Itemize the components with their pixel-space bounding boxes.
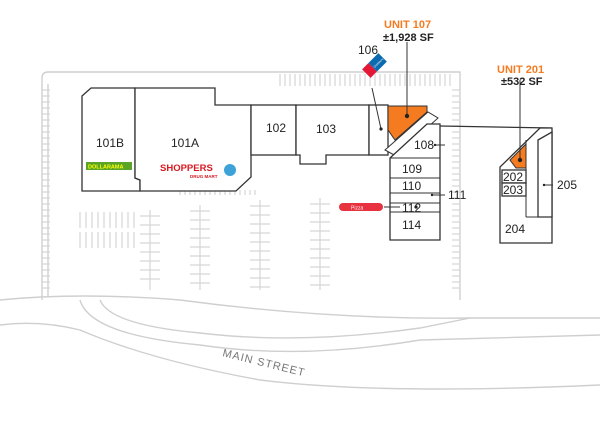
label-114: 114: [402, 218, 421, 232]
svg-text:Domino's: Domino's: [373, 57, 385, 69]
leader-lines: [371, 42, 553, 208]
unit-107-size: ±1,928 SF: [383, 32, 434, 44]
unit-markers: [379, 113, 546, 209]
unit-101a[interactable]: [134, 87, 252, 192]
shoppers-logo: SHOPPERS DRUG MART: [160, 163, 236, 179]
unit-108-114-block[interactable]: [389, 123, 441, 241]
unit-205[interactable]: [537, 130, 553, 218]
svg-text:SHOPPERS: SHOPPERS: [160, 163, 213, 174]
walkway: [384, 111, 439, 157]
label-205: 205: [557, 178, 577, 192]
label-204: 204: [505, 222, 525, 236]
label-203: 203: [503, 183, 523, 197]
label-106: 106: [358, 43, 378, 57]
unit-107-title: UNIT 107: [384, 19, 431, 31]
unit-106[interactable]: [368, 104, 389, 156]
parking-lot: [41, 71, 461, 300]
label-112: 112: [402, 201, 421, 215]
unit-102[interactable]: [250, 104, 297, 156]
svg-text:DOLLARAMA: DOLLARAMA: [88, 165, 123, 171]
svg-text:Pizza: Pizza: [351, 206, 363, 212]
label-202: 202: [503, 170, 523, 184]
label-108: 108: [414, 138, 434, 152]
unit-201-size: ±532 SF: [501, 76, 543, 88]
label-102: 102: [266, 121, 286, 135]
label-103: 103: [316, 122, 336, 136]
label-110: 110: [402, 179, 421, 193]
unit-201-title: UNIT 201: [497, 64, 544, 76]
label-109: 109: [402, 162, 422, 176]
pizza-logo: Pizza: [339, 203, 383, 212]
dollarama-logo: DOLLARAMA: [86, 162, 132, 171]
main-street-road: [0, 295, 600, 390]
dominos-logo: Domino's: [362, 53, 387, 78]
label-101b: 101B: [96, 136, 124, 150]
connector-line: [439, 125, 553, 129]
unit-107-highlight[interactable]: [387, 105, 428, 141]
svg-text:DRUG MART: DRUG MART: [190, 174, 218, 179]
label-111: 111: [448, 188, 467, 202]
label-101a: 101A: [171, 136, 199, 150]
